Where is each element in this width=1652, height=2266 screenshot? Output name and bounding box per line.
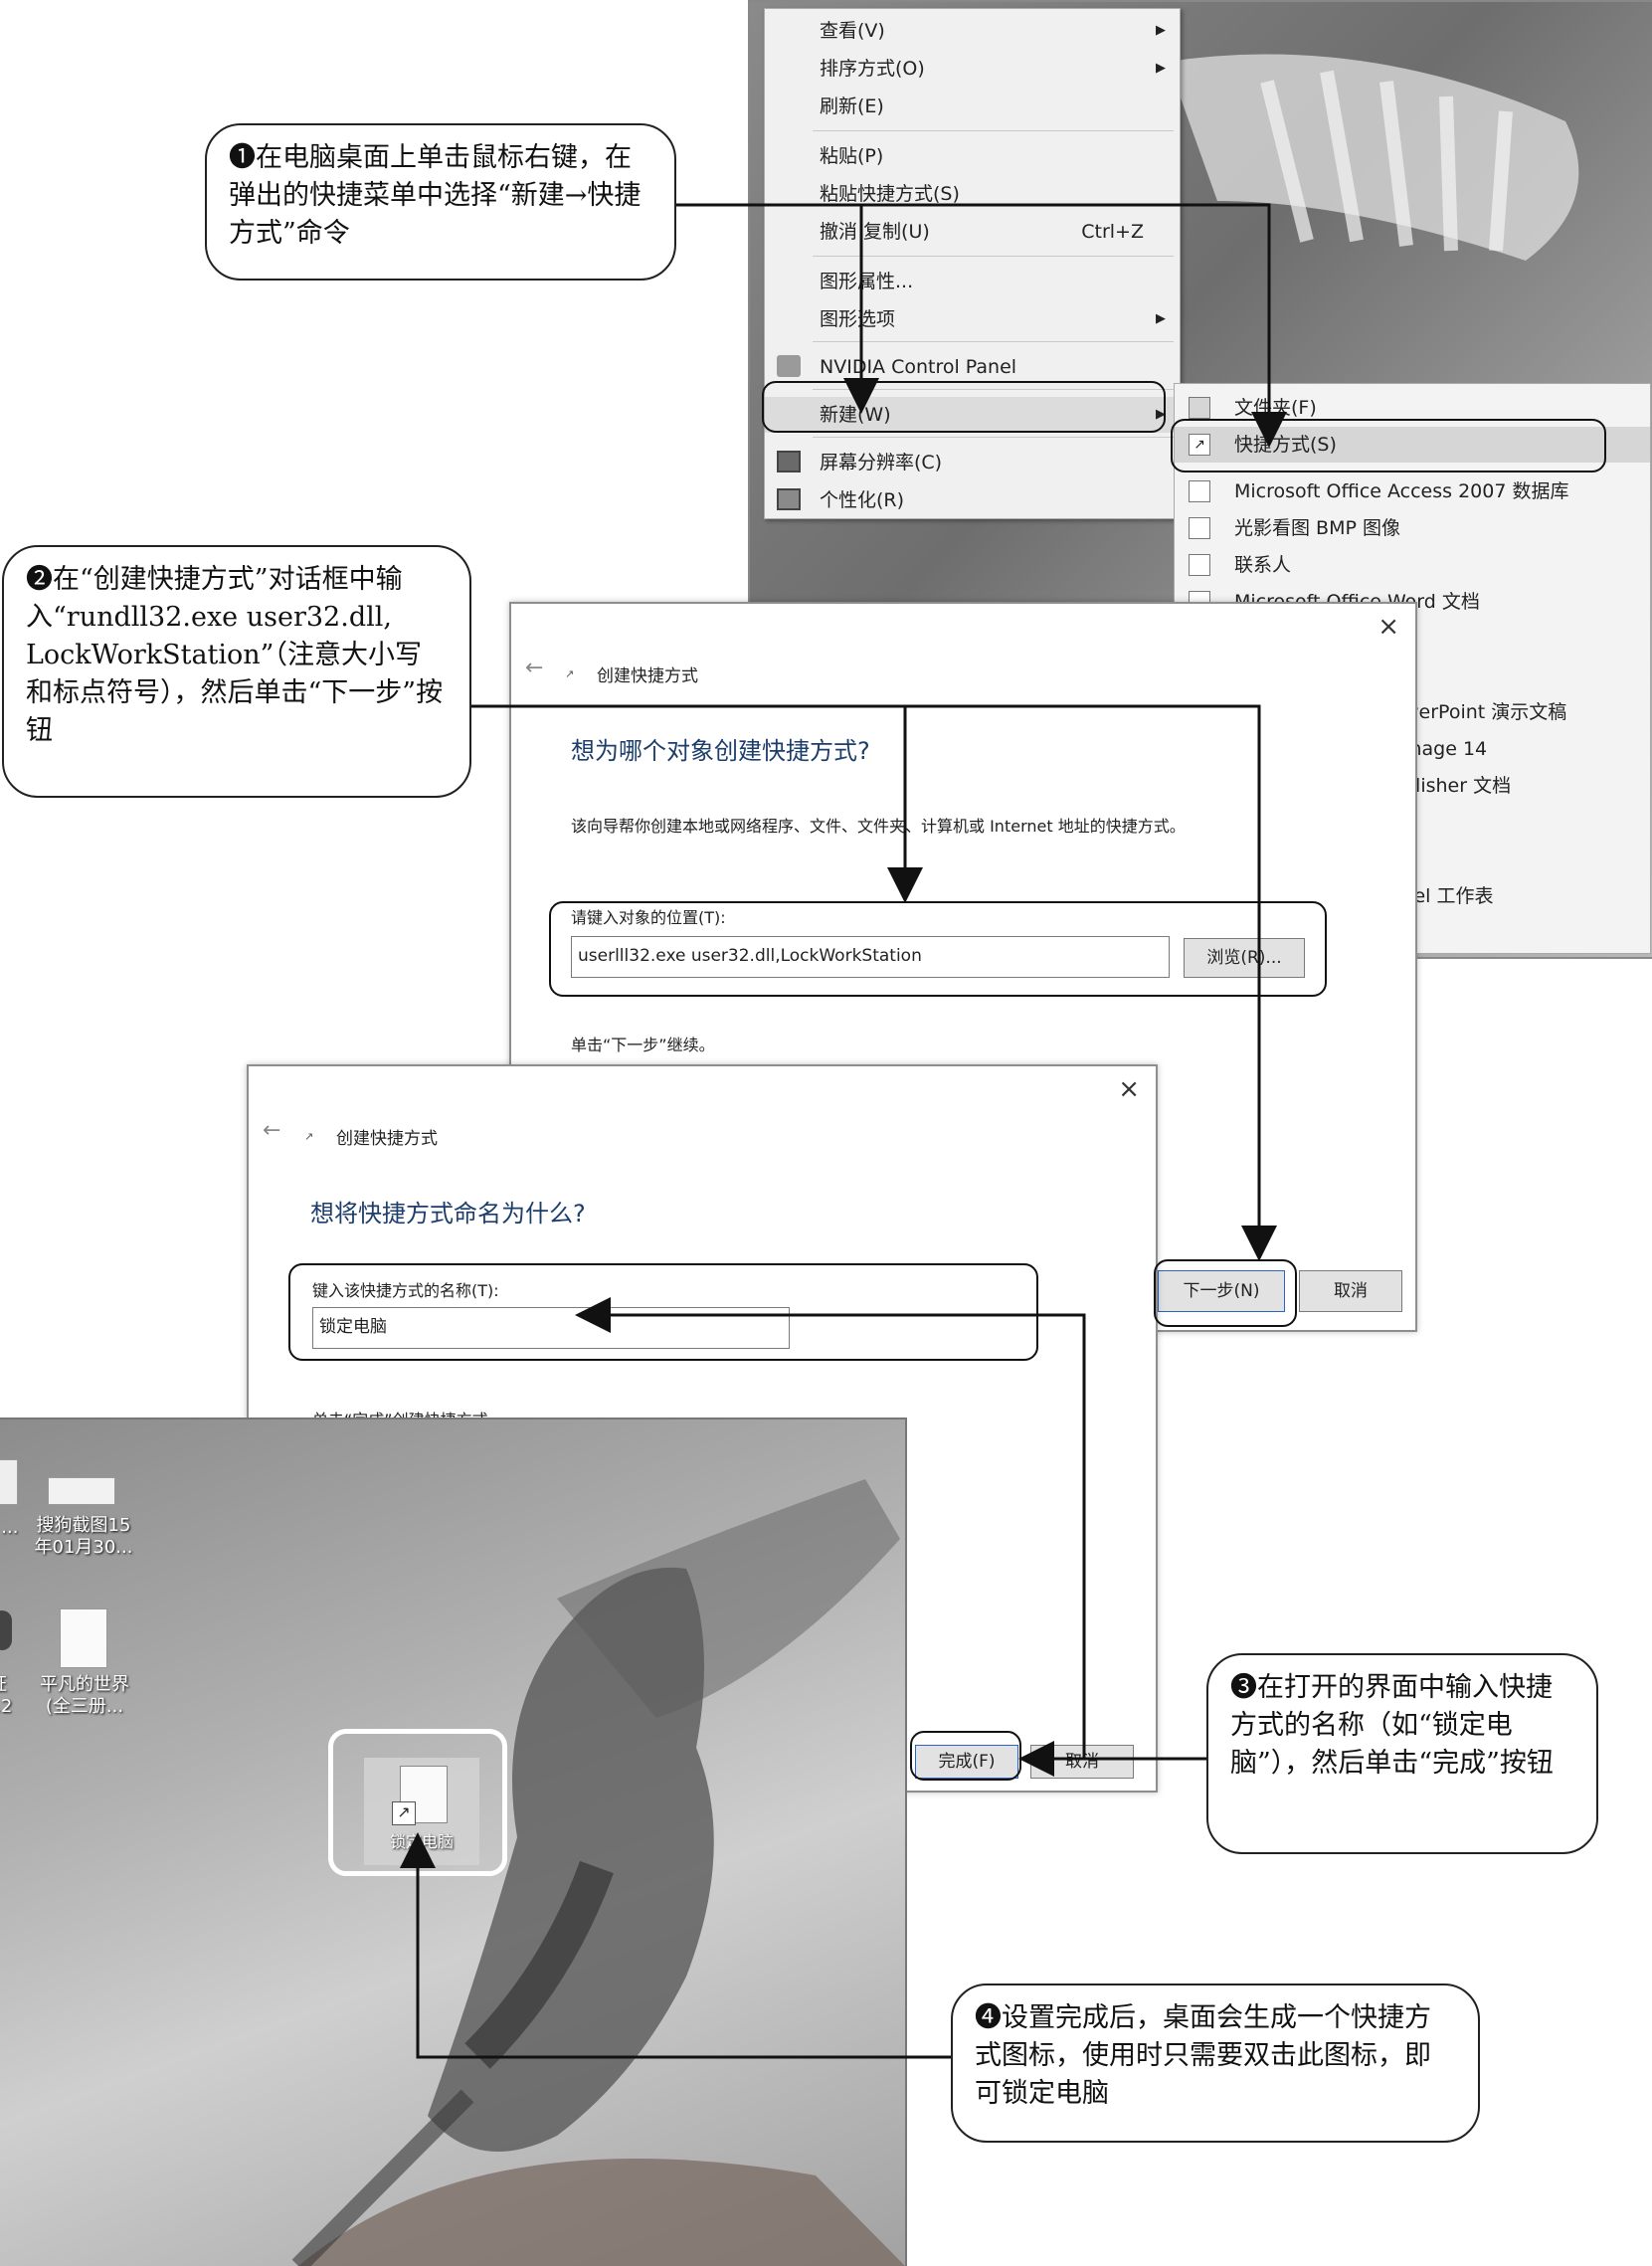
menu-item-graphics-options[interactable]: 图形选项▶	[765, 301, 1180, 337]
desktop-wallpaper-bottom: 故 ... 搜狗截图15 年01月30... 证 3.2 平凡的世界 (全三册.…	[0, 1417, 907, 2266]
location-input[interactable]: userlll32.exe user32.dll,LockWorkStation	[571, 936, 1170, 978]
desktop-file-icon[interactable]	[0, 1459, 18, 1505]
menu-item-refresh[interactable]: 刷新(E)	[820, 95, 884, 117]
name-field-label: 键入该快捷方式的名称(T):	[312, 1281, 499, 1300]
menu-item-sort[interactable]: 排序方式(O)▶	[765, 51, 1180, 87]
desktop-context-menu: 查看(V)▶ 排序方式(O)▶ 刷新(E) 粘贴(P) 粘贴快捷方式(S) 撤消…	[764, 8, 1181, 519]
shortcut-name-input[interactable]: 锁定电脑	[312, 1307, 790, 1349]
menu-item-personalize[interactable]: 个性化(R)	[765, 482, 1180, 518]
desktop-icon-label: 证 3.2	[0, 1674, 13, 1717]
shortcut-small-icon: ↗	[565, 667, 575, 680]
shortcut-arrow-icon: ↗	[1189, 434, 1210, 456]
desktop-app-icon[interactable]	[0, 1610, 12, 1650]
personalize-icon	[777, 488, 801, 510]
desktop-icon-label: 搜狗截图15 年01月30...	[34, 1515, 133, 1558]
highlight-location-field	[549, 901, 1327, 997]
highlight-new-menu-item	[762, 381, 1166, 433]
highlight-shortcut-submenu-item	[1171, 419, 1606, 472]
chevron-right-icon: ▶	[1156, 61, 1166, 76]
dialog-title: 创建快捷方式	[336, 1129, 438, 1149]
dialog-description: 该向导帮你创建本地或网络程序、文件、文件夹、计算机或 Internet 地址的快…	[571, 817, 1186, 836]
menu-item-new[interactable]: 新建(W)▶	[765, 397, 1180, 433]
submenu-item-bmp-image[interactable]: 光影看图 BMP 图像	[1175, 510, 1650, 546]
menu-item-paste[interactable]: 粘贴(P)	[820, 145, 884, 167]
screenshot-file-icon[interactable]	[48, 1477, 115, 1505]
callout-step1: ❶在电脑桌面上单击鼠标右键，在弹出的快捷菜单中选择“新建→快捷方式”命令	[205, 123, 676, 281]
submenu-item-powerpoint[interactable]: werPoint 演示文稿	[1403, 701, 1567, 723]
menu-item-view[interactable]: 查看(V)▶	[765, 13, 1180, 49]
highlight-name-field	[288, 1263, 1038, 1361]
menu-item-paste-shortcut[interactable]: 粘贴快捷方式(S)	[820, 183, 960, 205]
shortcut-small-icon: ↗	[304, 1130, 314, 1143]
submenu-item-access-db[interactable]: Microsoft Office Access 2007 数据库	[1175, 473, 1650, 509]
chevron-right-icon: ▶	[1156, 311, 1166, 326]
highlight-next-button	[1154, 1259, 1297, 1327]
submenu-item-contact[interactable]: 联系人	[1175, 547, 1650, 583]
location-field-label: 请键入对象的位置(T):	[571, 908, 726, 927]
dialog-title: 创建快捷方式	[597, 666, 698, 686]
desktop-icon-label: 平凡的世界 (全三册...	[40, 1674, 129, 1717]
close-icon[interactable]: ×	[1377, 612, 1399, 642]
bmp-image-icon	[1189, 517, 1210, 539]
menu-divider	[813, 341, 1174, 342]
submenu-item-image14[interactable]: mage 14	[1403, 738, 1488, 760]
shortcut-hint: Ctrl+Z	[1081, 221, 1144, 243]
back-arrow-icon[interactable]: ←	[525, 656, 544, 680]
chevron-right-icon: ▶	[1156, 407, 1166, 422]
menu-divider	[813, 256, 1174, 257]
menu-divider	[813, 437, 1174, 438]
menu-divider	[813, 130, 1174, 131]
callout-step2: ❷在“创建快捷方式”对话框中输入“rundll32.exe user32.dll…	[2, 545, 471, 798]
menu-item-screen-resolution[interactable]: 屏幕分辨率(C)	[765, 445, 1180, 480]
dialog-hint: 单击“下一步”继续。	[571, 1036, 715, 1054]
submenu-item-excel[interactable]: cel 工作表	[1403, 885, 1494, 907]
back-arrow-icon[interactable]: ←	[263, 1118, 281, 1143]
menu-item-graphics-properties[interactable]: 图形属性...	[820, 271, 914, 292]
finish-button[interactable]: 完成(F)	[915, 1745, 1018, 1779]
text-file-icon[interactable]	[60, 1608, 107, 1668]
menu-item-undo-copy[interactable]: 撤消 复制(U)Ctrl+Z	[765, 214, 1180, 250]
chevron-right-icon: ▶	[1156, 23, 1166, 38]
nvidia-icon	[777, 355, 801, 377]
folder-icon	[1189, 397, 1210, 419]
contact-card-icon	[1189, 554, 1210, 576]
submenu-item-publisher[interactable]: blisher 文档	[1403, 775, 1512, 797]
menu-item-nvidia-control-panel[interactable]: NVIDIA Control Panel	[765, 349, 1180, 385]
next-button[interactable]: 下一步(N)	[1158, 1270, 1285, 1312]
callout-step4: ❹设置完成后，桌面会生成一个快捷方式图标，使用时只需要双击此图标，即可锁定电脑	[951, 1983, 1480, 2143]
bird-wing-graphic	[1168, 54, 1579, 261]
close-icon[interactable]: ×	[1118, 1074, 1140, 1104]
dialog-heading: 想为哪个对象创建快捷方式?	[571, 737, 870, 765]
browse-button[interactable]: 浏览(R)...	[1184, 938, 1305, 978]
menu-divider	[813, 389, 1174, 390]
monitor-icon	[777, 451, 801, 472]
desktop-icon-label: 故 ...	[0, 1517, 19, 1538]
access-db-icon	[1189, 480, 1210, 502]
kingfisher-bird-graphic	[291, 1479, 905, 2266]
dialog-heading: 想将快捷方式命名为什么?	[310, 1200, 586, 1227]
shortcut-arrow-icon: ↗	[392, 1801, 416, 1825]
cancel-button[interactable]: 取消	[1299, 1270, 1402, 1312]
callout-step3: ❸在打开的界面中输入快捷方式的名称（如“锁定电脑”），然后单击“完成”按钮	[1206, 1653, 1598, 1854]
